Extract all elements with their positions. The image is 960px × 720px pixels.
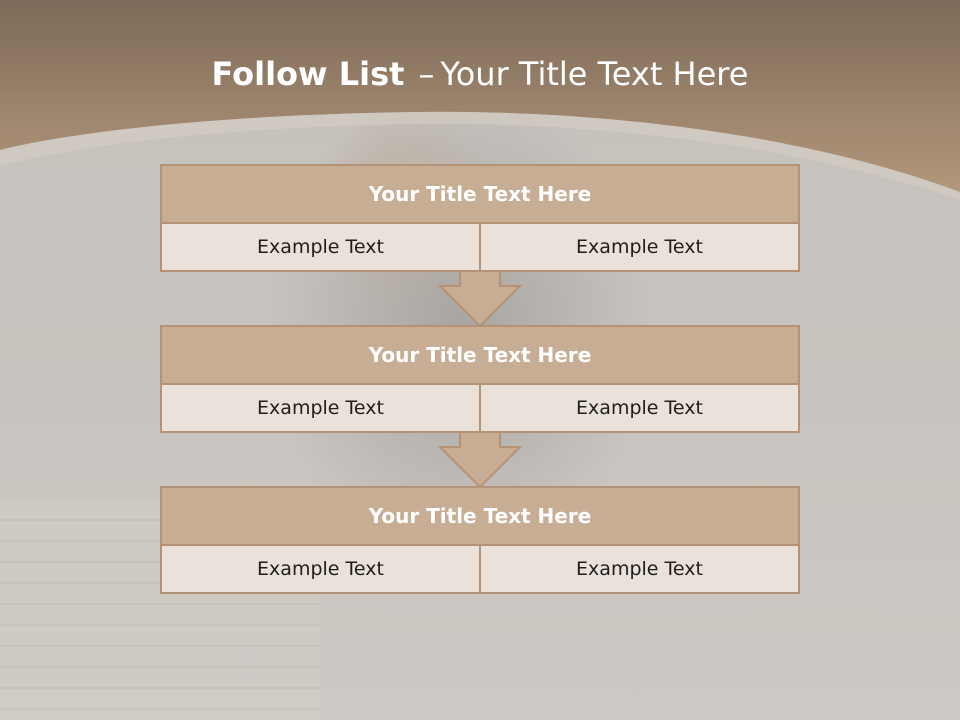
step-right-text: Example Text	[479, 385, 798, 431]
down-arrow-1	[438, 270, 522, 328]
step-title: Your Title Text Here	[162, 166, 798, 224]
step-row: Example Text Example Text	[162, 224, 798, 270]
down-arrow-2	[438, 431, 522, 489]
step-box-1: Your Title Text Here Example Text Exampl…	[160, 164, 800, 272]
header-band	[0, 0, 960, 200]
step-row: Example Text Example Text	[162, 546, 798, 592]
step-title: Your Title Text Here	[162, 488, 798, 546]
step-left-text: Example Text	[162, 224, 479, 270]
step-box-3: Your Title Text Here Example Text Exampl…	[160, 486, 800, 594]
step-right-text: Example Text	[479, 546, 798, 592]
step-row: Example Text Example Text	[162, 385, 798, 431]
step-right-text: Example Text	[479, 224, 798, 270]
title-bold: Follow List	[211, 55, 405, 93]
step-box-2: Your Title Text Here Example Text Exampl…	[160, 325, 800, 433]
title-text: Your Title Text Here	[440, 55, 749, 93]
step-left-text: Example Text	[162, 546, 479, 592]
title-separator: –	[418, 55, 435, 93]
step-title: Your Title Text Here	[162, 327, 798, 385]
step-left-text: Example Text	[162, 385, 479, 431]
slide-title: Follow List–Your Title Text Here	[0, 52, 960, 96]
